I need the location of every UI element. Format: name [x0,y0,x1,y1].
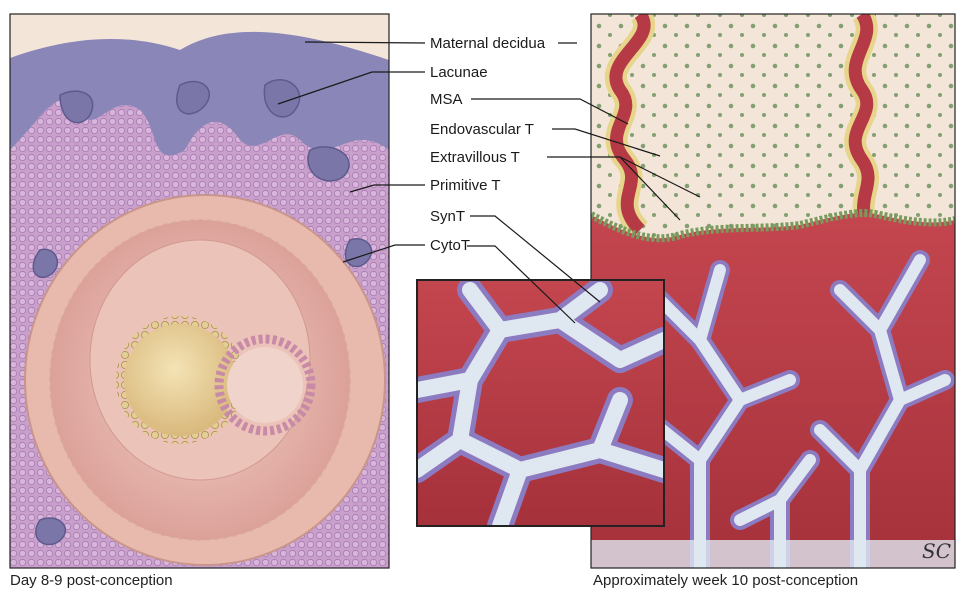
artist-signature: SC [922,539,951,563]
label-synt: SynT [430,208,465,225]
label-extravillous-t: Extravillous T [430,149,520,166]
labels: Maternal decidua Lacunae MSA Endovascula… [430,35,546,254]
left-panel-day-8-9 [10,14,389,568]
caption-left: Day 8-9 post-conception [10,572,173,589]
label-endovascular-t: Endovascular T [430,121,534,138]
villi-magnification-inset [417,280,664,526]
label-msa: MSA [430,91,463,108]
label-cytot: CytoT [430,237,470,254]
amniotic-cavity [227,347,303,423]
label-primitive-t: Primitive T [430,177,501,194]
label-maternal-decidua: Maternal decidua [430,35,546,52]
label-lacunae: Lacunae [430,64,488,81]
caption-right: Approximately week 10 post-conception [593,572,858,589]
